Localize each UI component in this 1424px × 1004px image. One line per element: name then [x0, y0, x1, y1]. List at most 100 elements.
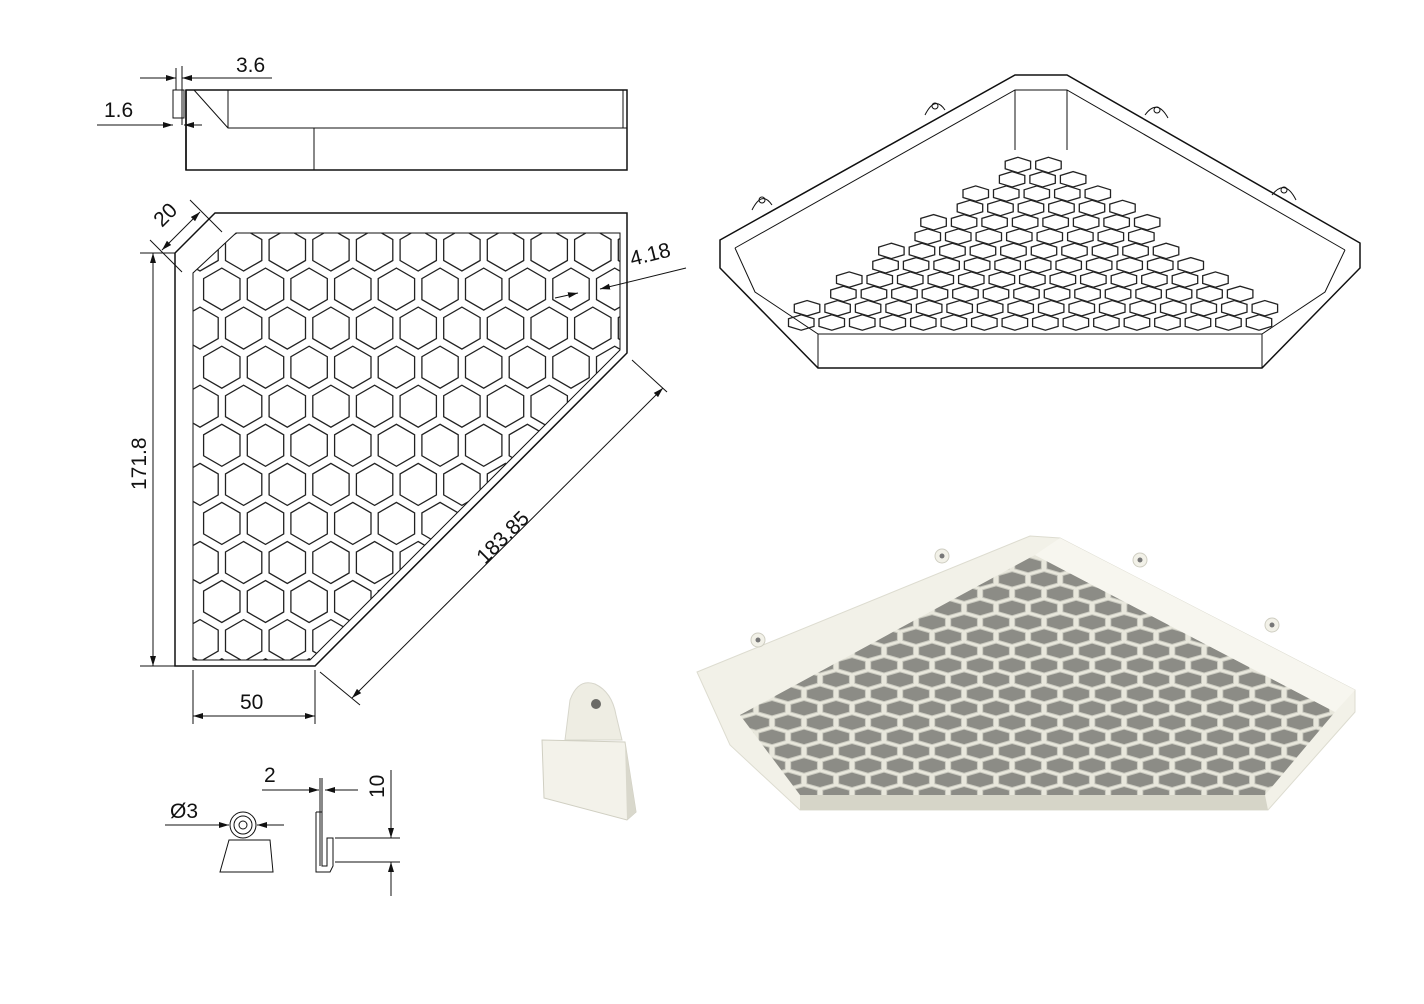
- hexagon-cell: [573, 233, 612, 272]
- hexagon-cell: [193, 306, 219, 350]
- hexagon-cell: [918, 785, 946, 795]
- hexagon-cell: [1046, 614, 1074, 631]
- hexagon-cell: [573, 462, 612, 507]
- hexagon-cell: [290, 657, 328, 660]
- hexagon-cell: [998, 685, 1026, 703]
- hexagon-cell: [1013, 285, 1040, 303]
- hook-side-view: 2 10: [262, 764, 400, 896]
- hexagon-cell: [1142, 671, 1170, 688]
- hexagon-cell: [1302, 614, 1330, 631]
- hexagon-cell: [998, 742, 1026, 760]
- hexagon-cell: [909, 314, 937, 331]
- hexagon-cell: [246, 345, 285, 389]
- hexagon-cell: [920, 213, 947, 231]
- hexagon-cell: [1078, 671, 1106, 688]
- hexagon-cell: [552, 501, 590, 546]
- hexagon-cell: [1055, 256, 1083, 274]
- hexagon-cell: [443, 540, 481, 585]
- hexagon-cell: [268, 462, 307, 507]
- hook-render: [541, 682, 637, 821]
- hexagon-cell: [982, 585, 1010, 602]
- hexagon-cell: [902, 714, 930, 731]
- hexagon-cell: [1238, 614, 1266, 631]
- hexagon-cell: [1158, 657, 1186, 674]
- hexagon-cell: [202, 345, 241, 389]
- hexagon-cell: [1270, 585, 1298, 602]
- hexagon-cell: [1174, 699, 1202, 717]
- hexagon-cell: [1014, 614, 1042, 631]
- hexagon-cell: [1190, 571, 1218, 588]
- hexagon-cell: [982, 614, 1010, 631]
- hexagon-cell: [950, 699, 978, 717]
- hexagon-cell: [508, 579, 547, 624]
- hexagon-cell: [1159, 299, 1187, 317]
- hexagon-cell: [902, 628, 930, 645]
- hexagon-cell: [486, 384, 525, 428]
- hexagon-cell: [1190, 657, 1218, 674]
- hexagon-cell: [1046, 671, 1074, 688]
- hexagon-cell: [966, 685, 994, 703]
- hexagon-cell: [1078, 785, 1106, 795]
- hexagon-cell: [992, 185, 1020, 202]
- hexagon-cell: [464, 657, 503, 660]
- hexagon-cell: [1318, 771, 1335, 789]
- hexagon-cell: [508, 345, 547, 389]
- hexagon-cell: [1046, 757, 1074, 774]
- hexagon-cell: [822, 671, 850, 688]
- iso-hooks: [751, 102, 1297, 211]
- hexagon-cell: [246, 423, 285, 468]
- hexagon-cell: [790, 728, 818, 746]
- hexagon-cell: [1152, 242, 1180, 260]
- hexagon-cell: [1035, 156, 1062, 174]
- hexagon-cell: [1154, 314, 1181, 331]
- hexagon-cell: [758, 614, 786, 631]
- hexagon-cell: [956, 199, 984, 217]
- hexagon-cell: [399, 618, 438, 660]
- hexagon-cell: [886, 671, 914, 688]
- hexagon-cell: [870, 571, 898, 588]
- hexagon-cell: [1014, 785, 1042, 795]
- hexagon-cell: [1017, 199, 1045, 217]
- hexagon-cell: [1206, 699, 1234, 717]
- hexagon-cell: [377, 423, 416, 468]
- hexagon-cell: [1046, 699, 1074, 717]
- hexagon-cell: [966, 771, 994, 789]
- hexagon-cell: [902, 657, 930, 674]
- hexagon-cell: [1094, 628, 1122, 645]
- hexagon-cell: [290, 579, 328, 624]
- hexagon-cell: [908, 242, 936, 260]
- hexagon-cell: [1109, 199, 1136, 217]
- hexagon-cell: [1171, 271, 1199, 288]
- hexagon-cell: [202, 423, 241, 468]
- hexagon-cell: [886, 785, 914, 795]
- hexagon-cell: [982, 285, 1010, 303]
- side-view: 3.6 1.6: [97, 54, 628, 171]
- hexagon-cell: [1141, 271, 1168, 288]
- hexagon-cell: [1222, 685, 1250, 703]
- hexagon-cell: [860, 285, 888, 303]
- hexagon-cell: [421, 267, 459, 311]
- hexagon-cell: [1302, 556, 1330, 574]
- hexagon-cell: [838, 657, 866, 674]
- hexagon-cell: [464, 579, 503, 624]
- hexagon-cell: [1142, 699, 1170, 717]
- hexagon-cell: [530, 306, 569, 350]
- isometric-line-view: [719, 74, 1361, 369]
- hexagon-cell: [1014, 585, 1042, 602]
- hexagon-cell: [950, 757, 978, 774]
- hexagon-cell: [740, 556, 754, 574]
- hexagon-cell: [202, 579, 241, 624]
- hexagon-cell: [1084, 185, 1112, 202]
- hexagon-cell: [822, 556, 850, 574]
- hexagon-cell: [268, 306, 307, 350]
- hexagon-cell: [1254, 742, 1282, 760]
- hexagon-cell: [202, 267, 241, 311]
- hexagon-cell: [421, 345, 459, 389]
- hexagon-cell: [312, 306, 350, 350]
- hexagon-cell: [918, 671, 946, 688]
- hexagon-cell: [224, 462, 263, 507]
- hexagon-cell: [987, 199, 1014, 217]
- hexagon-cell: [1078, 699, 1106, 717]
- hexagon-cell: [1018, 271, 1046, 288]
- hexagon-cell: [1093, 314, 1120, 331]
